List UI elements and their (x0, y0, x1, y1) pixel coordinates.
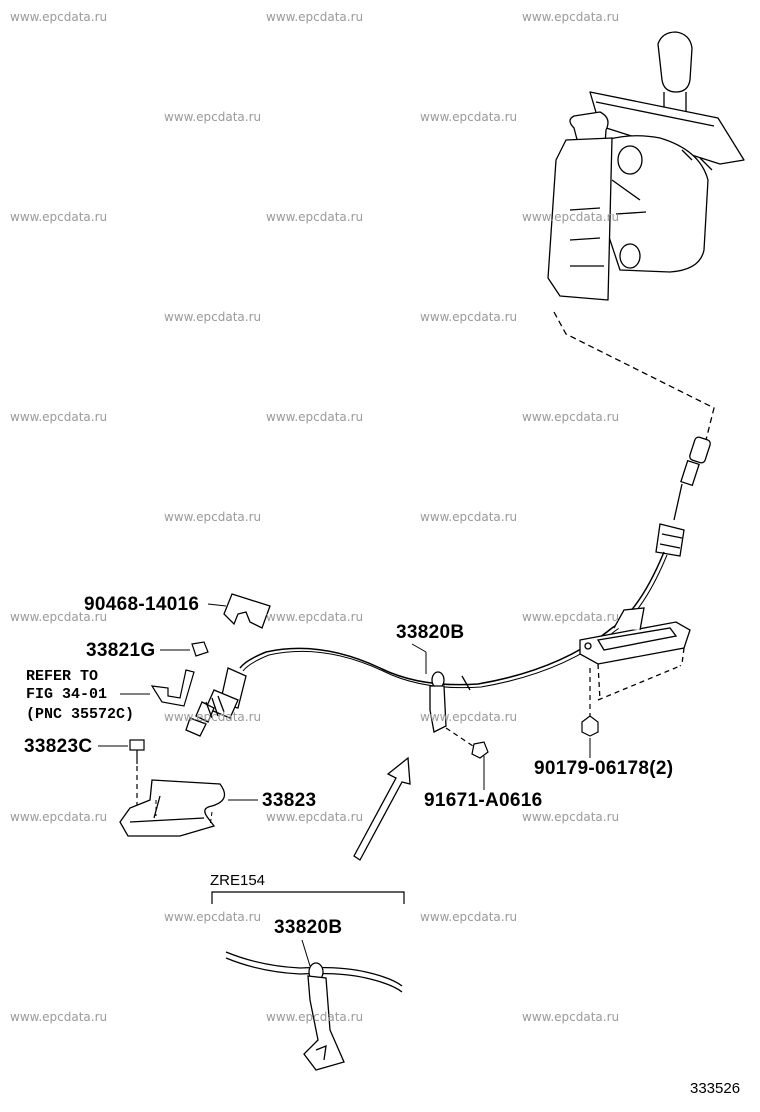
cable-bracket-plate (579, 607, 691, 701)
watermark-text: www.epcdata.ru (10, 810, 108, 824)
watermark-text: www.epcdata.ru (266, 610, 364, 624)
cable-lower-end (185, 667, 247, 737)
watermark-text: www.epcdata.ru (266, 10, 364, 24)
detail-cable (225, 939, 403, 1071)
part-label-33823: 33823 (262, 790, 317, 811)
bolt-leader-dashed (445, 727, 477, 749)
watermark-text: www.epcdata.ru (522, 410, 620, 424)
watermark-text: www.epcdata.ru (164, 510, 262, 524)
refer-note-line2: FIG 34-01 (26, 686, 108, 703)
watermark-text: www.epcdata.ru (522, 610, 620, 624)
watermark-text: www.epcdata.ru (522, 10, 620, 24)
clip-icon (223, 593, 271, 629)
shift-lever-assembly (547, 31, 745, 301)
refer-note-line1: REFER TO (26, 668, 99, 685)
lever-to-cable-dashed-line (553, 311, 715, 441)
refer-note-line3: (PNC 35572C) (26, 706, 135, 723)
watermark-text: www.epcdata.ru (420, 510, 518, 524)
watermark-text: www.epcdata.ru (10, 610, 108, 624)
watermark-text: www.epcdata.ru (164, 710, 262, 724)
part-label-33820B-detail: 33820B (274, 917, 343, 938)
watermark-text: www.epcdata.ru (266, 210, 364, 224)
watermark-text: www.epcdata.ru (420, 310, 518, 324)
bracket-bolt-icon (129, 739, 145, 764)
cable-bracket-33823 (119, 779, 226, 837)
watermark-text: www.epcdata.ru (266, 1010, 364, 1024)
part-label-33820B: 33820B (396, 622, 465, 643)
variant-label: ZRE154 (210, 872, 266, 889)
part-label-91671-A0616: 91671-A0616 (424, 790, 543, 811)
detail-arrow (353, 756, 411, 861)
watermark-text: www.epcdata.ru (420, 910, 518, 924)
watermark-text: www.epcdata.ru (164, 910, 262, 924)
watermark-text: www.epcdata.ru (420, 110, 518, 124)
part-label-33823C: 33823C (24, 736, 93, 757)
watermark-text: www.epcdata.ru (420, 710, 518, 724)
watermark-text: www.epcdata.ru (164, 310, 262, 324)
watermark-text: www.epcdata.ru (266, 810, 364, 824)
watermark-text: www.epcdata.ru (522, 1010, 620, 1024)
watermark-text: www.epcdata.ru (10, 10, 108, 24)
small-nut-icon (191, 641, 209, 657)
refer-bracket (150, 669, 195, 707)
nut-icon (581, 715, 599, 737)
watermark-text: www.epcdata.ru (10, 1010, 108, 1024)
watermark-text: www.epcdata.ru (522, 810, 620, 824)
variant-bracket (211, 891, 405, 904)
bolt-icon (471, 741, 489, 759)
watermark-text: www.epcdata.ru (266, 410, 364, 424)
watermark-text: www.epcdata.ru (10, 410, 108, 424)
watermark-text: www.epcdata.ru (522, 210, 620, 224)
cable-upper-end (655, 436, 711, 557)
watermark-text: www.epcdata.ru (10, 210, 108, 224)
cable-clamp (425, 652, 471, 733)
part-label-90179-06178: 90179-06178(2) (534, 758, 674, 779)
part-label-33821G: 33821G (86, 640, 156, 661)
watermark-text: www.epcdata.ru (164, 110, 262, 124)
illustration-number: 333526 (690, 1080, 741, 1097)
part-label-90468-14016: 90468-14016 (84, 594, 200, 615)
